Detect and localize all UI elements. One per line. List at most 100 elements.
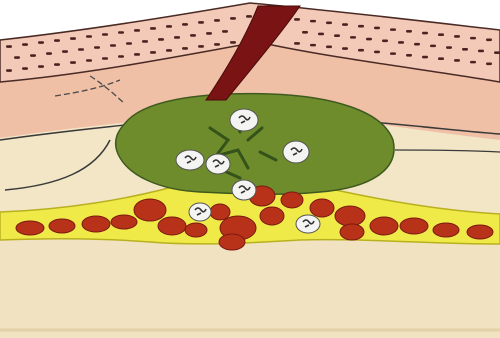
epidermis-dot <box>166 49 172 52</box>
epidermis-dot <box>78 48 84 51</box>
epidermis-dot <box>390 52 396 55</box>
epidermis-dot <box>446 46 452 49</box>
epidermis-dot <box>374 51 380 54</box>
epidermis-dot <box>462 48 468 51</box>
epidermis-dot <box>110 44 116 47</box>
epidermis-dot <box>198 21 204 24</box>
epidermis-dot <box>46 52 52 55</box>
epidermis-dot <box>54 63 60 66</box>
epidermis-dot <box>406 54 412 57</box>
epidermis-dot <box>22 67 28 70</box>
epidermis-dot <box>294 18 300 21</box>
red-blood-cell <box>158 217 186 235</box>
epidermis-dot <box>22 43 28 46</box>
epidermis-dot <box>326 46 332 49</box>
epidermis-dot <box>486 39 492 42</box>
epidermis-dot <box>94 46 100 49</box>
epidermis-dot <box>158 38 164 41</box>
epidermis-dot <box>222 30 228 33</box>
epidermis-dot <box>14 56 20 59</box>
necrotic-core <box>116 94 394 195</box>
epidermis-dot <box>70 61 76 64</box>
red-blood-cell <box>340 224 364 240</box>
red-blood-cell <box>467 225 493 239</box>
red-blood-cell <box>400 218 428 234</box>
epidermis-dot <box>342 23 348 26</box>
epidermis-dot <box>182 23 188 26</box>
epidermis-dot <box>166 25 172 28</box>
red-blood-cell <box>185 223 207 237</box>
epidermis-dot <box>38 65 44 68</box>
epidermis-dot <box>382 39 388 42</box>
epidermis-dot <box>454 59 460 62</box>
epidermis-dot <box>214 43 220 46</box>
epidermis-dot <box>70 37 76 40</box>
epidermis-dot <box>318 33 324 36</box>
bacteria-cell <box>283 141 309 163</box>
red-blood-cell <box>281 192 303 208</box>
epidermis-dot <box>230 17 236 20</box>
epidermis-dot <box>390 28 396 31</box>
epidermis-dot <box>62 50 68 53</box>
red-blood-cell <box>210 204 230 220</box>
epidermis-dot <box>134 29 140 32</box>
epidermis-dot <box>182 47 188 50</box>
epidermis-dot <box>38 41 44 44</box>
epidermis-dot <box>206 32 212 35</box>
red-blood-cell <box>82 216 110 232</box>
epidermis-dot <box>30 54 36 57</box>
epidermis-dot <box>302 31 308 34</box>
epidermis-dot <box>422 32 428 35</box>
red-blood-cell <box>219 234 245 250</box>
epidermis-dot <box>422 56 428 59</box>
epidermis-dot <box>142 40 148 43</box>
red-blood-cell <box>260 207 284 225</box>
epidermis-dot <box>414 43 420 46</box>
bacteria-cell <box>230 109 258 131</box>
epidermis-dot <box>358 49 364 52</box>
red-blood-cell <box>49 219 75 233</box>
epidermis-dot <box>246 15 252 18</box>
red-blood-cell <box>111 215 137 229</box>
epidermis-dot <box>326 22 332 25</box>
epidermis-dot <box>6 45 12 48</box>
epidermis-dot <box>174 36 180 39</box>
epidermis-dot <box>350 36 356 39</box>
red-blood-cell <box>433 223 459 237</box>
epidermis-dot <box>190 34 196 37</box>
epidermis-dot <box>366 38 372 41</box>
epidermis-dot <box>54 39 60 42</box>
epidermis-dot <box>86 35 92 38</box>
epidermis-dot <box>126 42 132 45</box>
epidermis-dot <box>438 57 444 60</box>
bacteria-cell <box>232 180 256 200</box>
epidermis-dot <box>430 45 436 48</box>
epidermis-dot <box>150 51 156 54</box>
epidermis-dot <box>470 37 476 40</box>
epidermis-dot <box>478 50 484 53</box>
epidermis-dot <box>470 61 476 64</box>
epidermis-dot <box>102 33 108 36</box>
red-blood-cell <box>134 199 166 221</box>
epidermis-dot <box>438 33 444 36</box>
red-blood-cell <box>335 206 365 226</box>
epidermis-dot <box>398 41 404 44</box>
epidermis-dot <box>6 69 12 72</box>
epidermis-dot <box>294 42 300 45</box>
epidermis-dot <box>486 63 492 66</box>
epidermis-dot <box>150 27 156 30</box>
epidermis-dot <box>198 45 204 48</box>
epidermis-dot <box>406 30 412 33</box>
epidermis-dot <box>310 20 316 23</box>
epidermis-dot <box>494 51 500 54</box>
bacteria-cell <box>189 203 211 221</box>
bacteria-cell <box>206 154 230 174</box>
epidermis-dot <box>310 44 316 47</box>
epidermis-dot <box>334 34 340 37</box>
red-blood-cell <box>16 221 44 235</box>
epidermis-dot <box>134 53 140 56</box>
red-blood-cell <box>310 199 334 217</box>
epidermis-dot <box>102 57 108 60</box>
epidermis-dot <box>358 25 364 28</box>
